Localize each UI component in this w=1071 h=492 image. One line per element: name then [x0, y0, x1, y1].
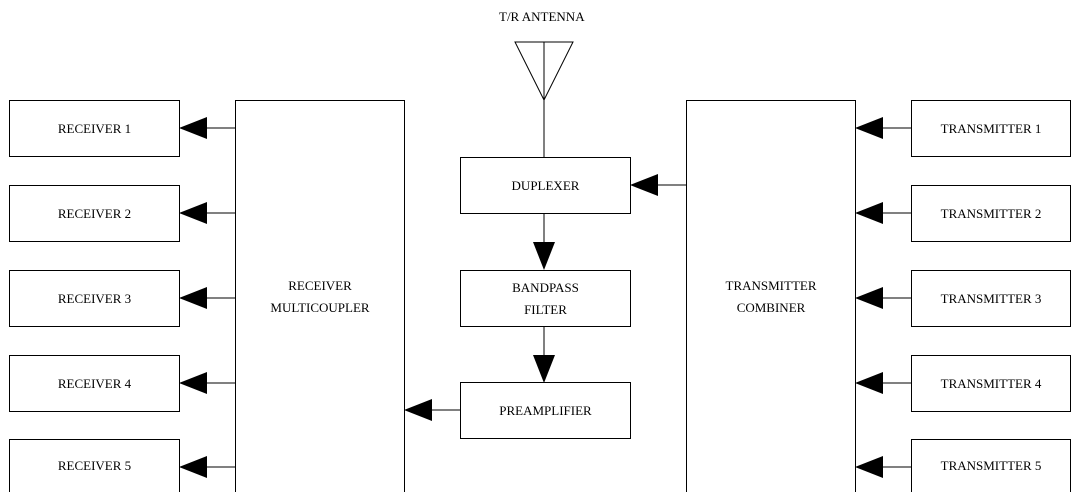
receiver-box-5: RECEIVER 5: [9, 439, 180, 492]
transmitter-box-1: TRANSMITTER 1: [911, 100, 1071, 157]
transmitter-box-4: TRANSMITTER 4: [911, 355, 1071, 412]
tx-arrow-3: [855, 287, 883, 309]
preamp-to-multicoupler-arrow: [404, 399, 432, 421]
combiner-to-duplexer-arrow: [630, 174, 658, 196]
rx-arrow-3: [179, 287, 207, 309]
bandpass-filter-box: BANDPASS FILTER: [460, 270, 631, 327]
transmitter-label: TRANSMITTER 3: [940, 290, 1042, 306]
duplexer-label: DUPLEXER: [511, 177, 580, 193]
combiner-label-line2: COMBINER: [736, 299, 806, 315]
preamplifier-label: PREAMPLIFIER: [499, 402, 592, 418]
tx-arrow-2: [855, 202, 883, 224]
receiver-box-1: RECEIVER 1: [9, 100, 180, 157]
duplexer-to-bandpass-arrow: [533, 242, 555, 270]
receiver-multicoupler-box: RECEIVER MULTICOUPLER: [235, 100, 405, 492]
transmitter-combiner-box: TRANSMITTER COMBINER: [686, 100, 856, 492]
transmitter-box-2: TRANSMITTER 2: [911, 185, 1071, 242]
tx-arrow-5: [855, 456, 883, 478]
multicoupler-label-line2: MULTICOUPLER: [270, 299, 370, 315]
transmitter-box-5: TRANSMITTER 5: [911, 439, 1071, 492]
multicoupler-label-line1: RECEIVER: [288, 277, 352, 293]
bandpass-to-preamp-arrow: [533, 355, 555, 383]
transmitter-label: TRANSMITTER 5: [940, 458, 1042, 473]
receiver-label: RECEIVER 1: [57, 120, 132, 136]
bandpass-label-line2: FILTER: [524, 301, 567, 317]
receiver-box-3: RECEIVER 3: [9, 270, 180, 327]
rx-arrow-2: [179, 202, 207, 224]
antenna-label: T/R ANTENNA: [499, 9, 585, 24]
rx-arrow-5: [179, 456, 207, 478]
tx-arrow-4: [855, 372, 883, 394]
transmitter-label: TRANSMITTER 4: [940, 375, 1042, 391]
preamplifier-box: PREAMPLIFIER: [460, 382, 631, 439]
receiver-label: RECEIVER 4: [57, 375, 132, 391]
receiver-label: RECEIVER 5: [57, 458, 132, 473]
transmitter-wires: [855, 117, 912, 478]
receiver-label: RECEIVER 2: [57, 205, 132, 221]
transmitter-label: TRANSMITTER 2: [940, 205, 1042, 221]
receiver-box-2: RECEIVER 2: [9, 185, 180, 242]
transmitter-label: TRANSMITTER 1: [940, 120, 1042, 136]
combiner-label-line1: TRANSMITTER: [725, 277, 817, 293]
transmitter-box-3: TRANSMITTER 3: [911, 270, 1071, 327]
duplexer-box: DUPLEXER: [460, 157, 631, 214]
rx-arrow-4: [179, 372, 207, 394]
receiver-box-4: RECEIVER 4: [9, 355, 180, 412]
receiver-label: RECEIVER 3: [57, 290, 132, 306]
tx-arrow-1: [855, 117, 883, 139]
rx-arrow-1: [179, 117, 207, 139]
receiver-wires: [179, 117, 235, 478]
bandpass-label-line1: BANDPASS: [512, 279, 579, 295]
